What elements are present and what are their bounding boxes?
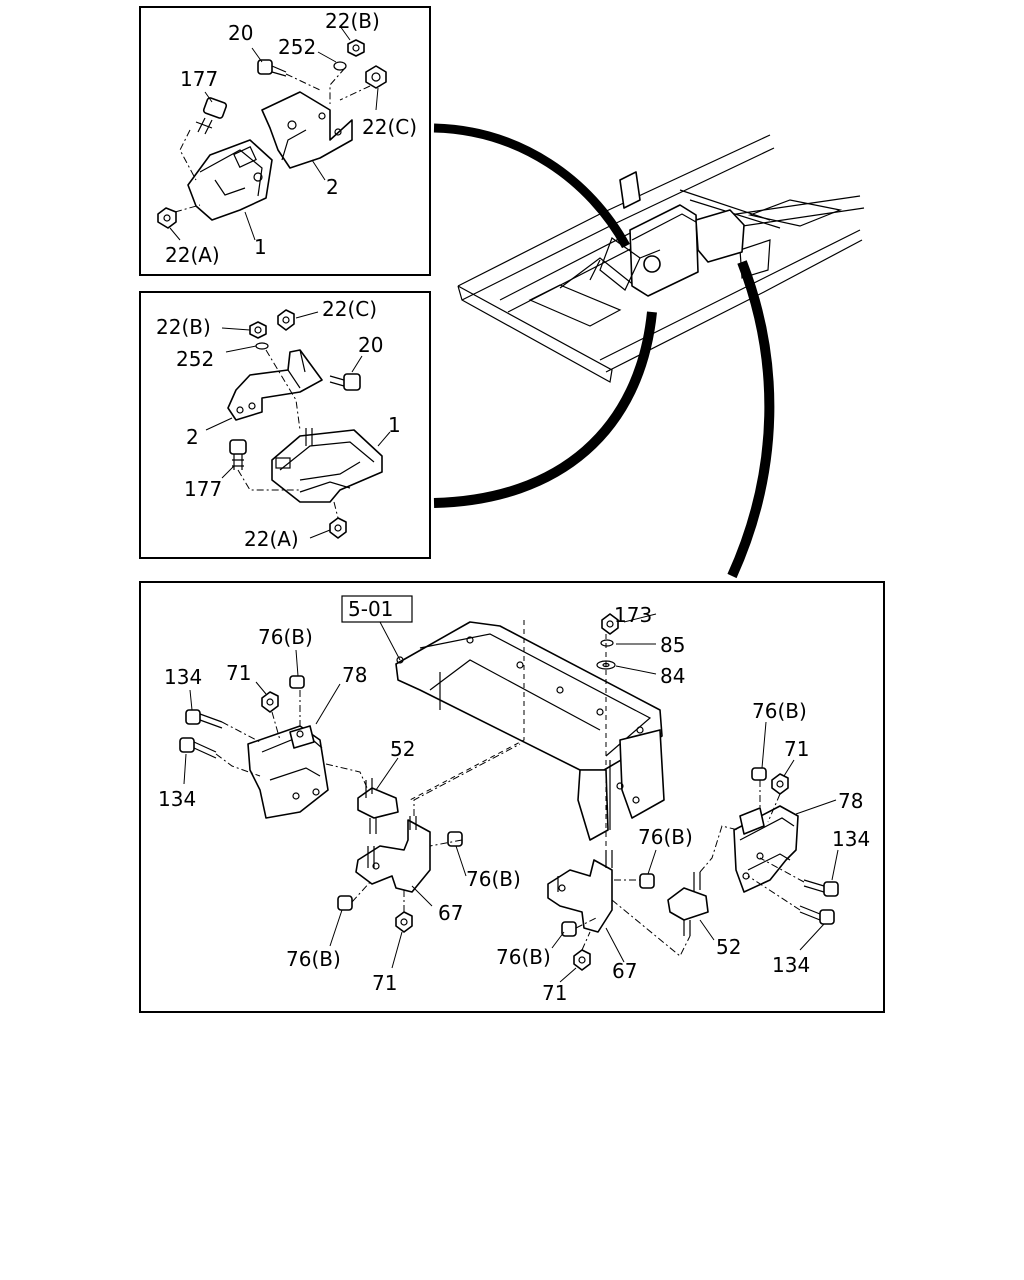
- chassis-overview: [457, 134, 865, 383]
- bolt-76b-left-lower: [337, 895, 353, 911]
- bolt-76b-right-top: [751, 767, 767, 781]
- lock-washer-85: [600, 639, 614, 647]
- detail-panel-middle: 22(B) 22(C) 252 20 2 1 177 22(A): [139, 291, 431, 559]
- callout-arcs: [433, 123, 775, 579]
- bracket-78-left: [247, 725, 329, 819]
- label-177-b: 177: [184, 477, 222, 501]
- label-71-2: 71: [372, 971, 397, 995]
- label-76b-6: 76(B): [496, 945, 551, 969]
- label-52-2: 52: [716, 935, 741, 959]
- label-22c-b: 22(C): [322, 297, 377, 321]
- support-67-left: [355, 819, 431, 893]
- reference-box: [341, 595, 413, 623]
- label-67-1: 67: [438, 901, 463, 925]
- arc-to-middle-panel: [433, 311, 657, 508]
- label-76b-5: 76(B): [638, 825, 693, 849]
- bracket-2-shape: [261, 91, 353, 169]
- bolt-134-left-bottom: [179, 737, 217, 759]
- mount-1-shape: [187, 139, 273, 221]
- label-173: 173: [614, 603, 652, 627]
- nut-71-left-top: [261, 691, 279, 713]
- panel-upper-border: [139, 6, 431, 276]
- support-67-right: [547, 859, 613, 933]
- label-84: 84: [660, 664, 685, 688]
- bolt-76b-left-top: [289, 675, 305, 689]
- nut-22c-middle: [277, 309, 295, 331]
- washer-252-upper: [333, 61, 347, 71]
- bolt-76b-right-mid: [639, 873, 655, 889]
- nut-22b-upper: [347, 39, 365, 57]
- label-22a-b: 22(A): [244, 527, 299, 551]
- label-71-3: 71: [784, 737, 809, 761]
- bolt-134-left-top: [185, 709, 223, 729]
- bolt-134-right-bottom: [799, 905, 835, 925]
- label-67-2: 67: [612, 959, 637, 983]
- bolt-76b-right-lower: [561, 921, 577, 937]
- label-252: 252: [278, 35, 316, 59]
- label-22b: 22(B): [325, 9, 380, 33]
- label-78-2: 78: [838, 789, 863, 813]
- nut-22a-middle: [329, 517, 347, 539]
- label-22a: 22(A): [165, 243, 220, 267]
- bolt-134-right-top: [803, 879, 839, 897]
- label-134-1: 134: [164, 665, 202, 689]
- bolt-177-upper: [195, 97, 228, 135]
- arc-to-lower-panel: [727, 260, 775, 579]
- detail-panel-upper: 20 22(B) 252 177 22(C) 2 22(A) 1: [139, 6, 431, 276]
- label-134-4: 134: [772, 953, 810, 977]
- label-20-b: 20: [358, 333, 383, 357]
- label-71-4: 71: [542, 981, 567, 1005]
- label-76b-4: 76(B): [752, 699, 807, 723]
- label-252-b: 252: [176, 347, 214, 371]
- washer-252-middle: [255, 342, 269, 350]
- insulator-52-right: [667, 887, 709, 921]
- nut-173: [601, 613, 619, 635]
- label-78-1: 78: [342, 663, 367, 687]
- label-20: 20: [228, 21, 253, 45]
- nut-71-right-lower: [573, 949, 591, 971]
- panel-middle-border: [139, 291, 431, 559]
- detail-panel-lower: 5-01: [139, 581, 885, 1013]
- nut-71-left-lower: [395, 911, 413, 933]
- nut-71-right-top: [771, 773, 789, 795]
- label-22b-b: 22(B): [156, 315, 211, 339]
- label-52-1: 52: [390, 737, 415, 761]
- engine-block: [629, 204, 699, 297]
- label-22c: 22(C): [362, 115, 417, 139]
- label-177: 177: [180, 67, 218, 91]
- label-134-3: 134: [832, 827, 870, 851]
- bracket-2-shape-b: [227, 349, 323, 421]
- label-1: 1: [254, 235, 267, 259]
- reference-label: 5-01: [348, 597, 393, 621]
- label-76b-1: 76(B): [258, 625, 313, 649]
- insulator-52-left: [357, 787, 399, 819]
- arc-to-upper-panel: [433, 123, 630, 249]
- label-2: 2: [326, 175, 339, 199]
- label-1-b: 1: [388, 413, 401, 437]
- nut-22a-upper: [157, 207, 177, 229]
- label-134-2: 134: [158, 787, 196, 811]
- bolt-20-upper: [257, 59, 287, 77]
- label-76b-2: 76(B): [466, 867, 521, 891]
- label-76b-3: 76(B): [286, 947, 341, 971]
- nut-22b-middle: [249, 321, 267, 339]
- nut-22c-upper: [365, 65, 387, 89]
- label-2-b: 2: [186, 425, 199, 449]
- bolt-20-middle: [329, 373, 361, 391]
- label-71-1: 71: [226, 661, 251, 685]
- label-85: 85: [660, 633, 685, 657]
- bolt-76b-left-side: [447, 831, 463, 847]
- bolt-177-middle: [229, 439, 247, 470]
- mount-1-shape-b: [271, 429, 383, 503]
- panel-lower-border: [139, 581, 885, 1013]
